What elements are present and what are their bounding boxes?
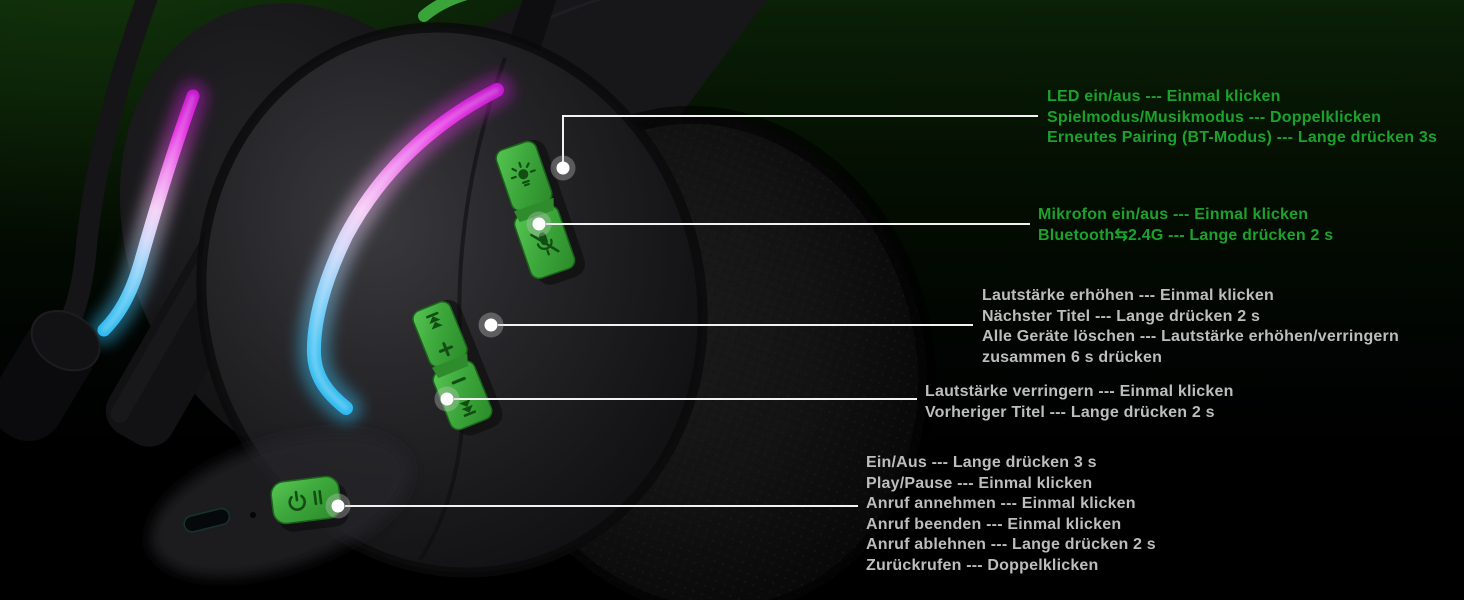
callout-text-line: Anruf beenden --- Einmal klicken [866,515,1122,533]
callout-text-line: Zurückrufen --- Doppelklicken [866,556,1099,574]
mic-hole [250,512,256,518]
callout-text-line: Alle Geräte löschen --- Lautstärke erhöh… [982,328,1399,345]
callout-text-led-mode: LED ein/aus --- Einmal klicken Spielmodu… [1047,87,1437,149]
callout-text-line: Mikrofon ein/aus --- Einmal klicken [1038,206,1309,223]
callout-text-volume-up: Lautstärke erhöhen --- Einmal klicken Nä… [982,286,1399,368]
prev-track-icon [459,399,477,417]
next-track-icon [426,311,443,330]
callout-dot-2 [526,211,552,237]
led-lamp-icon [510,161,536,187]
callout-text-line: Bluetooth⇆2.4G --- Lange drücken 2 s [1038,226,1334,244]
callout-text-line: Ein/Aus --- Lange drücken 3 s [866,454,1097,471]
callout-line-1 [562,115,1038,162]
callout-dots [325,155,576,519]
mic-capsule [0,310,101,442]
callout-lines [345,115,1038,507]
power-button [270,475,349,532]
usb-port [183,507,231,533]
rgb-strip-far [89,81,208,345]
callout-text-line: Spielmodus/Musikmodus --- Doppelklicken [1047,108,1382,126]
callout-text-power: Ein/Aus --- Lange drücken 3 s Play/Pause… [866,453,1156,576]
volume-rocker [412,299,503,436]
callout-text-line: Lautstärke erhöhen --- Einmal klicken [982,287,1274,304]
mic-mute-icon [530,232,560,256]
callout-dot-5 [325,493,351,519]
plus-icon [438,342,454,357]
callout-text-line: Lautstärke verringern --- Einmal klicken [925,383,1234,400]
callout-text-line: Erneutes Pairing (BT-Modus) --- Lange dr… [1047,129,1438,146]
pause-icon [313,489,323,506]
callout-text-line: LED ein/aus --- Einmal klicken [1047,88,1281,105]
callout-text-line: Nächster Titel --- Lange drücken 2 s [982,307,1261,325]
green-wire [418,0,468,22]
rgb-strip-near [297,74,513,424]
callout-text-line: zusammen 6 s drücken [982,348,1163,366]
minus-icon [451,376,466,385]
callout-text-line: Anruf annehmen --- Einmal klicken [866,495,1136,512]
callout-dot-1 [550,155,576,181]
callout-dot-4 [434,386,460,412]
callout-dot-3 [478,312,504,338]
callout-text-line: Play/Pause --- Einmal klicken [866,474,1093,492]
callout-text-line: Anruf ablehnen --- Lange drücken 2 s [866,536,1156,553]
callout-text-mic-toggle: Mikrofon ein/aus --- Einmal klicken Blue… [1038,205,1333,246]
callout-text-line: Vorheriger Titel --- Lange drücken 2 s [925,403,1215,421]
callout-text-volume-down: Lautstärke verringern --- Einmal klicken… [925,382,1234,423]
power-icon [288,490,306,511]
